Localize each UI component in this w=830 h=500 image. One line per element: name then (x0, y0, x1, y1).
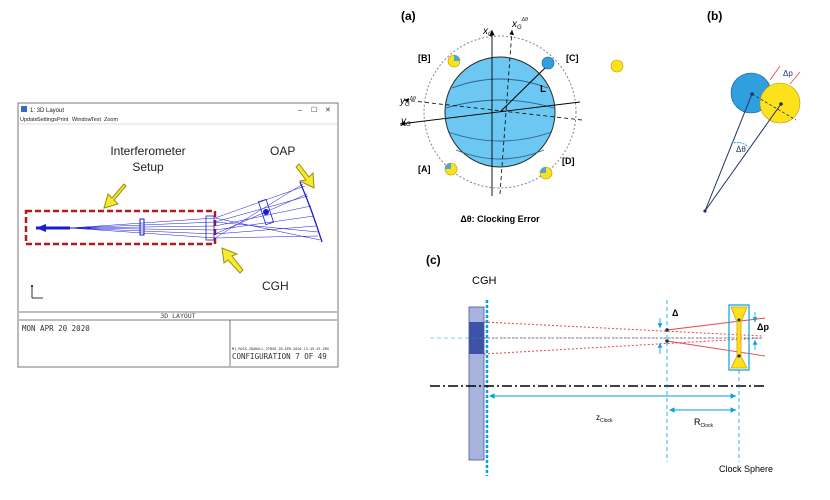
marker-shifted (610, 59, 624, 73)
cgh-arrow (221, 247, 244, 274)
yg-axis (399, 101, 581, 127)
lever-arm-1 (704, 93, 753, 212)
minimize-button[interactable]: – (298, 107, 302, 114)
yg2-label: y (399, 96, 406, 107)
svg-text:xG: xG (482, 26, 493, 38)
svg-text:yG: yG (400, 116, 411, 128)
panel-c: (c) CGH Δ (426, 253, 773, 476)
svg-text:RClock: RClock (694, 417, 714, 429)
xg-label: x (482, 26, 489, 37)
dp-marker: Δp (752, 312, 769, 350)
xg2-sub: G (517, 25, 522, 31)
panel-b: (b) Δθ Δp (703, 9, 801, 213)
marker-d: [D] (539, 156, 575, 180)
yg2-sup: Δθ (409, 96, 416, 102)
yg2-sub: G (405, 102, 410, 108)
marker-a: [A] (418, 162, 458, 176)
lever-arm-2 (704, 103, 782, 212)
menu-zoom[interactable]: Zoom (104, 117, 118, 123)
menu-update[interactable]: Update (20, 117, 38, 123)
marker-c: [C] (541, 53, 579, 70)
oap-mirror (299, 181, 323, 243)
xg2-sup: Δθ (521, 17, 528, 23)
red-rays (483, 321, 763, 355)
interferometer-arrow (103, 183, 127, 209)
cgh-pattern (469, 322, 484, 354)
oap-label: OAP (270, 144, 295, 158)
svg-text:zClock: zClock (596, 413, 613, 424)
marker-b-label: [B] (418, 53, 431, 63)
panel-b-dp: Δp (783, 69, 793, 78)
title-bar: 1: 3D Layout – ☐ ✕ (19, 104, 337, 114)
footer-title: 3D LAYOUT (160, 312, 195, 320)
menu-text[interactable]: Text (91, 117, 102, 123)
arm-l (499, 66, 547, 113)
yg-label: y (400, 116, 407, 127)
cgh-label: CGH (262, 279, 289, 293)
footer-configuration: CONFIGURATION 7 OF 49 (232, 352, 327, 361)
menu-settings[interactable]: Settings (37, 117, 57, 123)
maximize-button[interactable]: ☐ (311, 106, 317, 114)
svg-text:xGΔθ: xG Δθ (511, 17, 528, 31)
z-clock-sub: Clock (600, 418, 613, 424)
footer-file-info: M1_ROSA_ZDAHALL_2TBS8_2B-APR-2020 13-49-… (232, 347, 330, 351)
layout-footer: 3D LAYOUT MON APR 20 2020 M1_ROSA_ZDAHAL… (19, 311, 337, 366)
panel-c-cgh-label: CGH (472, 275, 497, 287)
xg-sub: G (488, 32, 493, 38)
yg-sub: G (406, 122, 411, 128)
r-clock-sub: Clock (701, 423, 714, 429)
reference-rays (666, 317, 766, 357)
footer-date: MON APR 20 2020 (22, 324, 90, 333)
arm-l-label: L (540, 84, 546, 95)
cgh-fringes (445, 78, 555, 160)
panel-a-label: (a) (401, 9, 416, 23)
clocking-ring (423, 35, 577, 189)
panel-a-caption: Δθ: Clocking Error (460, 214, 540, 224)
panel-b-label: (b) (707, 9, 722, 23)
close-button[interactable]: ✕ (325, 107, 331, 114)
panel-b-dtheta: Δθ (736, 145, 746, 154)
layout-window: 1: 3D Layout – ☐ ✕ Update Settings Print… (17, 102, 339, 368)
dp-label: Δp (757, 322, 769, 332)
app-icon (21, 106, 27, 112)
delta-marker: Δ (657, 300, 679, 462)
optical-layout (24, 181, 323, 246)
panel-a: (a) L xG xGΔθ yGΔθ yG [B] [C] (399, 9, 624, 224)
panel-c-label: (c) (426, 253, 441, 267)
marker-c-label: [C] (566, 53, 579, 63)
menu-print[interactable]: Print (57, 117, 69, 123)
oap-arrow (295, 163, 315, 189)
yg-rotated-axis (403, 98, 583, 121)
marker-a-label: [A] (418, 164, 431, 174)
delta-label: Δ (672, 308, 679, 318)
interferometer-label-2: Setup (132, 160, 164, 174)
marker-b: [B] (418, 53, 461, 68)
interferometer-box (24, 209, 217, 246)
r-clock-label: R (694, 417, 701, 427)
menu-bar: Update Settings Print Window Text Zoom (20, 117, 118, 123)
z-clock-label: z (596, 413, 600, 422)
annotation-arrows (103, 163, 315, 274)
xg2-label: x (511, 19, 518, 30)
menu-window[interactable]: Window (72, 117, 92, 123)
axis-glyph (30, 284, 43, 299)
clock-sphere-label: Clock Sphere (719, 464, 773, 474)
window-title: 1: 3D Layout (30, 108, 64, 114)
marker-d-label: [D] (562, 156, 575, 166)
interferometer-label-1: Interferometer (110, 144, 185, 158)
svg-text:yGΔθ: yGΔθ (399, 96, 416, 108)
